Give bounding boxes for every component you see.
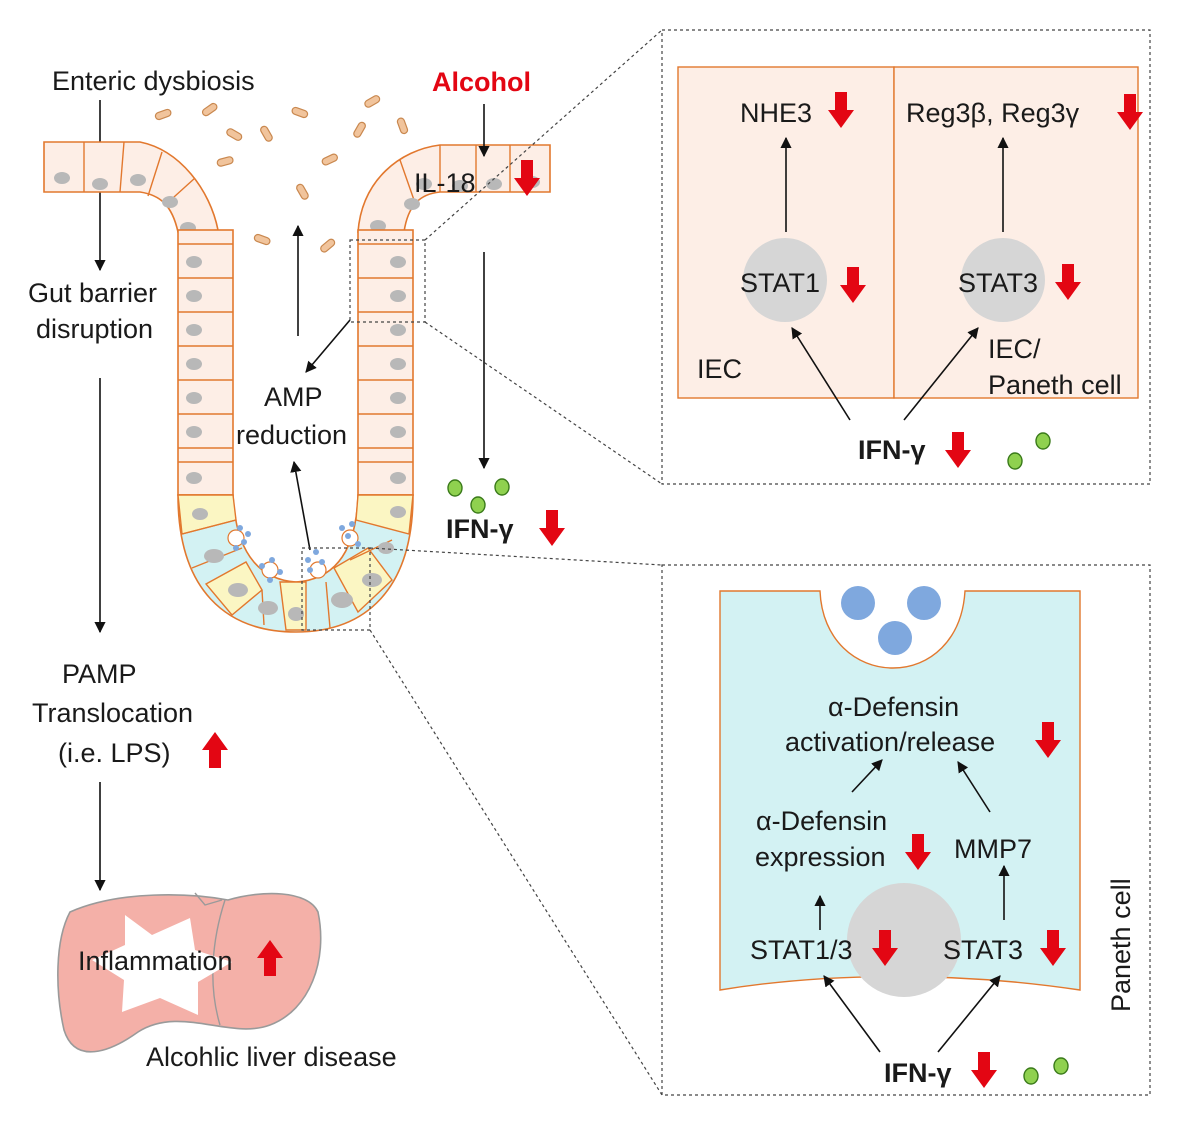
paneth-nucleus — [847, 883, 961, 997]
bottom-ifn-decrease-icon — [971, 1052, 997, 1088]
stat1-nucleus — [743, 238, 827, 322]
pamp-label-line2: Translocation — [32, 698, 193, 728]
arrow-to-amp — [305, 319, 351, 373]
ifn-particle-icon — [1007, 432, 1051, 470]
zoom-box-iec — [349, 239, 426, 323]
arrow-ifn-to-stat1 — [791, 327, 851, 421]
defensin-exp-line2: expression — [755, 842, 886, 872]
arrow-ifn-to-stat3 — [903, 327, 979, 421]
iec-label: IEC — [697, 354, 742, 384]
ifn-particle-icon — [447, 478, 510, 514]
amp-label-line2: reduction — [236, 420, 347, 450]
pamp-label-line3: (i.e. LPS) — [58, 738, 171, 768]
arrow-ifn-to-stat13 — [823, 975, 881, 1053]
defensin-act-line2: activation/release — [785, 727, 995, 757]
stat1-label: STAT1 — [740, 268, 820, 298]
crypt-ifn-label: IFN-γ — [446, 514, 514, 544]
liver-icon — [57, 892, 322, 1053]
intestinal-crypt — [43, 141, 551, 633]
stat13-label: STAT1/3 — [750, 935, 853, 965]
iec-paneth-label-line2: Paneth cell — [988, 370, 1122, 400]
paneth-cell-box — [893, 66, 1139, 399]
paneth-cell-shape — [719, 590, 1081, 991]
liver-disease-label: Alcohlic liver disease — [146, 1042, 397, 1072]
enteric-dysbiosis-label: Enteric dysbiosis — [52, 66, 255, 96]
iec-cell — [677, 66, 895, 399]
stat3-nucleus-top — [961, 238, 1045, 322]
gut-barrier-label-line2: disruption — [36, 314, 153, 344]
defensin-exp-line1: α-Defensin — [756, 806, 887, 836]
paneth-panel — [661, 564, 1151, 1096]
pamp-label-line1: PAMP — [62, 659, 137, 689]
crypt-ifn-decrease-icon — [539, 510, 565, 546]
mmp7-label: MMP7 — [954, 834, 1032, 864]
paneth-granules — [841, 586, 941, 655]
arrow-paneth-to-amp — [290, 460, 311, 551]
gut-barrier-label-line1: Gut barrier — [28, 278, 157, 308]
iec-panel — [661, 29, 1151, 485]
pamp-increase-icon — [202, 732, 228, 768]
il18-label: IL-18 — [414, 168, 476, 198]
top-ifn-decrease-icon — [945, 432, 971, 468]
stat3-label-top: STAT3 — [958, 268, 1038, 298]
arrow-exp-to-act — [851, 759, 883, 793]
inflammation-label: Inflammation — [78, 946, 233, 976]
arrow-mmp7-to-act — [957, 761, 991, 813]
reg3-label: Reg3β, Reg3γ — [906, 98, 1080, 128]
paneth-cell-label: Paneth cell — [1106, 878, 1136, 1012]
nhe3-label: NHE3 — [740, 98, 812, 128]
iec-paneth-label-line1: IEC/ — [988, 334, 1041, 364]
stat3-label-bottom: STAT3 — [943, 935, 1023, 965]
amp-label-line1: AMP — [264, 382, 323, 412]
arrow-ifn-to-stat3-bottom — [937, 975, 1001, 1053]
top-ifn-label: IFN-γ — [858, 435, 926, 465]
ifn-particle-icon — [1023, 1057, 1069, 1085]
alcohol-label: Alcohol — [432, 67, 531, 97]
defensin-act-line1: α-Defensin — [828, 692, 959, 722]
bacteria-icon — [154, 95, 409, 253]
zoom-box-paneth — [301, 547, 371, 631]
bottom-ifn-label: IFN-γ — [884, 1058, 952, 1088]
